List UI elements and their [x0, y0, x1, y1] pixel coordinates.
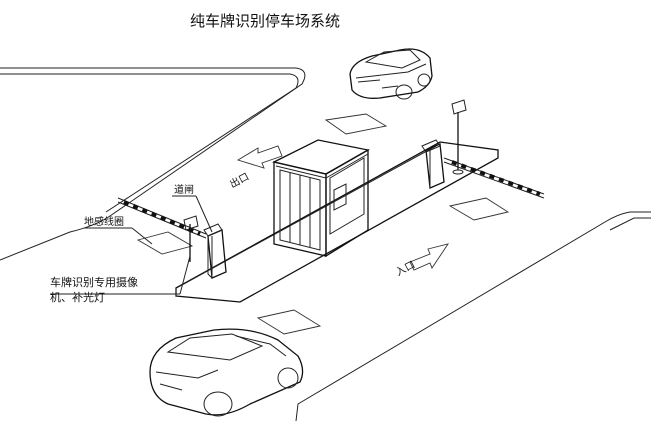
painted-marking-top	[324, 113, 388, 135]
loop-marking	[136, 231, 194, 255]
exit-arrow	[236, 145, 283, 169]
center-island	[175, 141, 499, 303]
top-car	[349, 48, 433, 100]
camera-label-line2: 机、补光灯	[50, 290, 105, 304]
exit-label: 出口	[227, 170, 251, 191]
guard-booth	[272, 139, 370, 258]
entrance-barrier-arm	[443, 157, 545, 199]
right-lot-boundary	[295, 211, 651, 421]
loop-label: 地感线圈	[84, 215, 124, 228]
exit-barrier-gate	[203, 223, 227, 279]
diagram-title: 纯车牌识别停车场系统	[190, 12, 340, 30]
bottom-car	[149, 328, 304, 417]
exit-camera-pole	[183, 215, 199, 262]
entrance-barrier-gate	[421, 139, 445, 189]
exit-barrier-arm	[117, 197, 207, 239]
camera-label: 车牌识别专用摄像	[50, 275, 138, 289]
painted-marking-right	[448, 197, 510, 221]
gate-label: 道闸	[174, 183, 194, 196]
callout-lines	[50, 195, 213, 295]
painted-marking-bottom	[256, 309, 322, 335]
entrance-arrow	[409, 243, 450, 271]
upper-lot-boundary	[0, 67, 306, 261]
entrance-camera-pole	[451, 99, 467, 175]
